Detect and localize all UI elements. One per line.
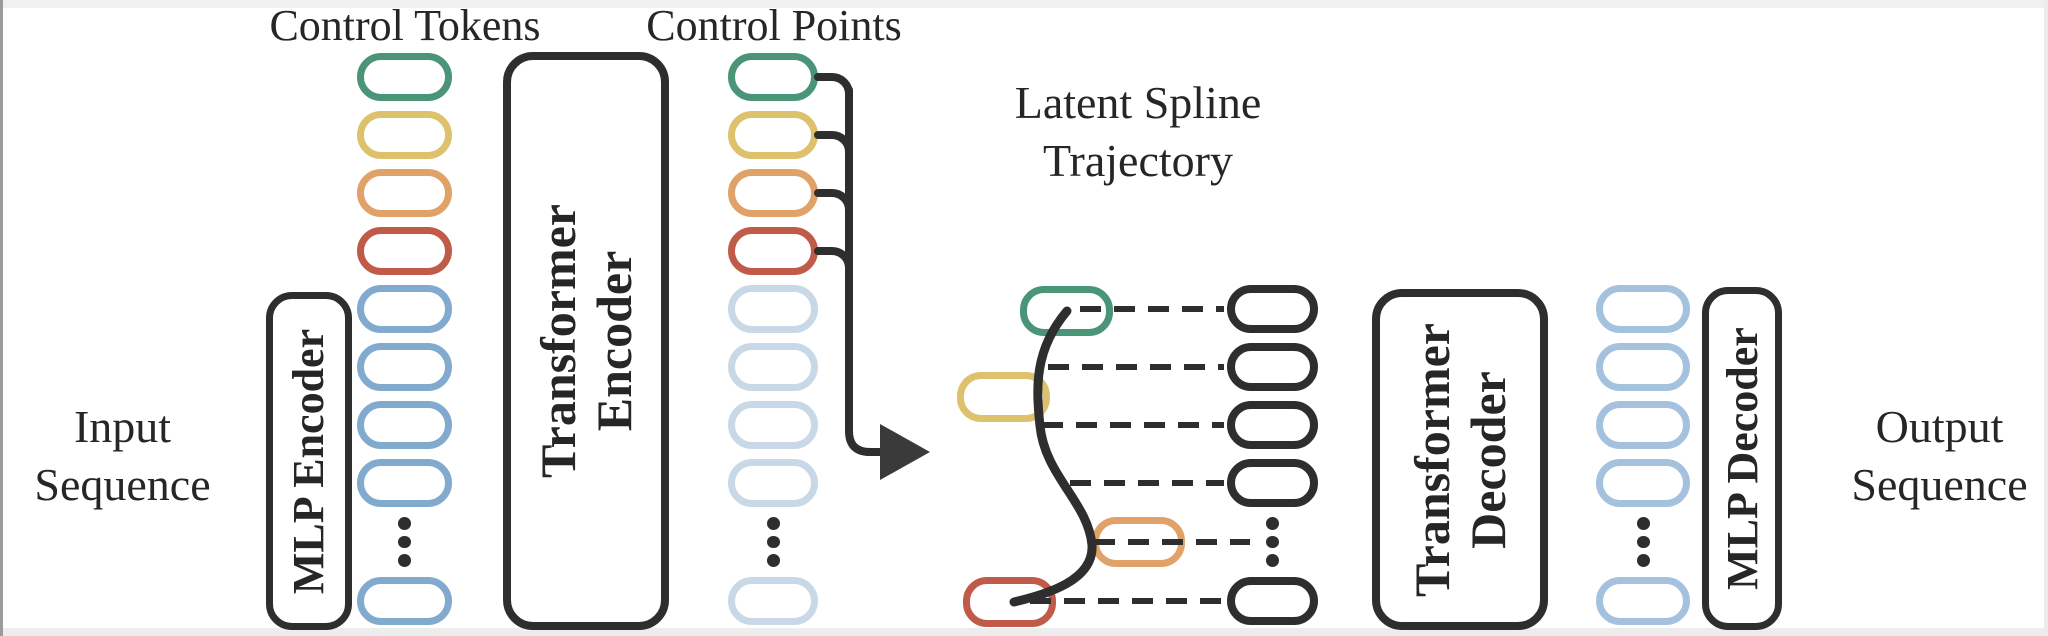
- dark-pill: [1227, 459, 1318, 507]
- paleblue-pill: [1596, 285, 1690, 333]
- latent-targets-column: [1227, 285, 1318, 625]
- input-label-line1: Input: [73, 401, 172, 452]
- transformer-encoder-block: Transformer Encoder: [503, 52, 669, 630]
- paleblue-pill: [1596, 459, 1690, 507]
- dot: [766, 517, 780, 530]
- mlp-decoder-block: MLP Decoder: [1702, 287, 1782, 630]
- latent-pill-green: [1020, 286, 1113, 336]
- dark-pill: [1227, 285, 1318, 333]
- bracket-stem: [845, 86, 886, 456]
- ellipsis-dots: [728, 517, 818, 568]
- latent-label-line2: Trajectory: [1043, 135, 1233, 186]
- blue-pill: [357, 459, 452, 507]
- frame-edge-bottom: [0, 628, 2048, 636]
- mlp-decoder-label: MLP Decoder: [1717, 327, 1767, 590]
- mlp-encoder-block: MLP Encoder: [266, 292, 352, 630]
- dark-pill: [1227, 401, 1318, 449]
- dot: [1636, 535, 1650, 549]
- output-label-line2: Sequence: [1851, 459, 2028, 510]
- dot: [1266, 554, 1279, 568]
- blue-pill: [357, 577, 452, 625]
- control-tokens-label: Control Tokens: [269, 1, 541, 50]
- paleblue-pill: [1596, 577, 1690, 625]
- control-points-label: Control Points: [646, 1, 902, 50]
- yellow-pill: [728, 111, 818, 159]
- green-pill: [728, 53, 818, 101]
- arrow-icon: [880, 424, 930, 480]
- latent-pill-orange: [1092, 517, 1185, 567]
- dot: [766, 535, 780, 549]
- red-pill: [357, 227, 452, 275]
- bracket-hook-yellow: [814, 131, 853, 156]
- paleblue-pill: [1596, 343, 1690, 391]
- spline-curve: [1009, 306, 1097, 607]
- orange-pill: [728, 169, 818, 217]
- ellipsis-dots: [1227, 517, 1318, 568]
- dot: [1266, 535, 1279, 549]
- decoder-inputs-column: [1596, 285, 1690, 625]
- fadedblue-pill: [728, 459, 818, 507]
- output-sequence-label: Output Sequence: [1817, 398, 2048, 514]
- bracket-hook-orange: [814, 189, 853, 214]
- blue-pill: [357, 401, 452, 449]
- red-pill: [728, 227, 818, 275]
- dark-pill: [1227, 343, 1318, 391]
- transformer-decoder-block: Transformer Decoder: [1372, 289, 1548, 630]
- dot: [398, 535, 411, 549]
- orange-pill: [357, 169, 452, 217]
- latent-pill-red: [963, 577, 1056, 627]
- latent-pill-yellow: [957, 372, 1050, 422]
- fadedblue-pill: [728, 577, 818, 625]
- dot: [1266, 517, 1279, 530]
- dot: [1636, 554, 1650, 568]
- control-points-column: [728, 53, 818, 625]
- frame-edge-top: [0, 0, 2048, 8]
- mlp-encoder-label: MLP Encoder: [284, 328, 334, 594]
- paleblue-pill: [1596, 401, 1690, 449]
- output-label-line1: Output: [1875, 401, 2004, 452]
- dot: [766, 554, 780, 568]
- transformer-decoder-label-line2: Decoder: [1460, 370, 1517, 549]
- latent-spline-trajectory-label: Latent Spline Trajectory: [958, 74, 1318, 190]
- transformer-decoder-label: Transformer Decoder: [1404, 323, 1516, 597]
- bracket-hook-red: [814, 247, 853, 272]
- blue-pill: [357, 343, 452, 391]
- transformer-encoder-label: Transformer Encoder: [530, 204, 642, 478]
- input-sequence-label: Input Sequence: [0, 398, 245, 514]
- frame-edge-right: [2044, 0, 2048, 636]
- dot: [1636, 517, 1650, 530]
- control-tokens-column: [357, 53, 452, 625]
- fadedblue-pill: [728, 343, 818, 391]
- latent-label-line1: Latent Spline: [1014, 77, 1262, 128]
- bracket-hook-green: [814, 73, 853, 98]
- fadedblue-pill: [728, 401, 818, 449]
- transformer-decoder-label-line1: Transformer: [1404, 322, 1461, 597]
- yellow-pill: [357, 111, 452, 159]
- transformer-encoder-label-line1: Transformer: [530, 204, 587, 478]
- ellipsis-dots: [357, 517, 452, 568]
- dot: [398, 517, 411, 530]
- green-pill: [357, 53, 452, 101]
- dot: [398, 554, 411, 568]
- blue-pill: [357, 285, 452, 333]
- dark-pill: [1227, 577, 1318, 625]
- fadedblue-pill: [728, 285, 818, 333]
- transformer-encoder-label-line2: Encoder: [586, 250, 643, 432]
- ellipsis-dots: [1596, 517, 1690, 568]
- frame-edge-left: [0, 0, 3, 636]
- input-label-line2: Sequence: [34, 459, 211, 510]
